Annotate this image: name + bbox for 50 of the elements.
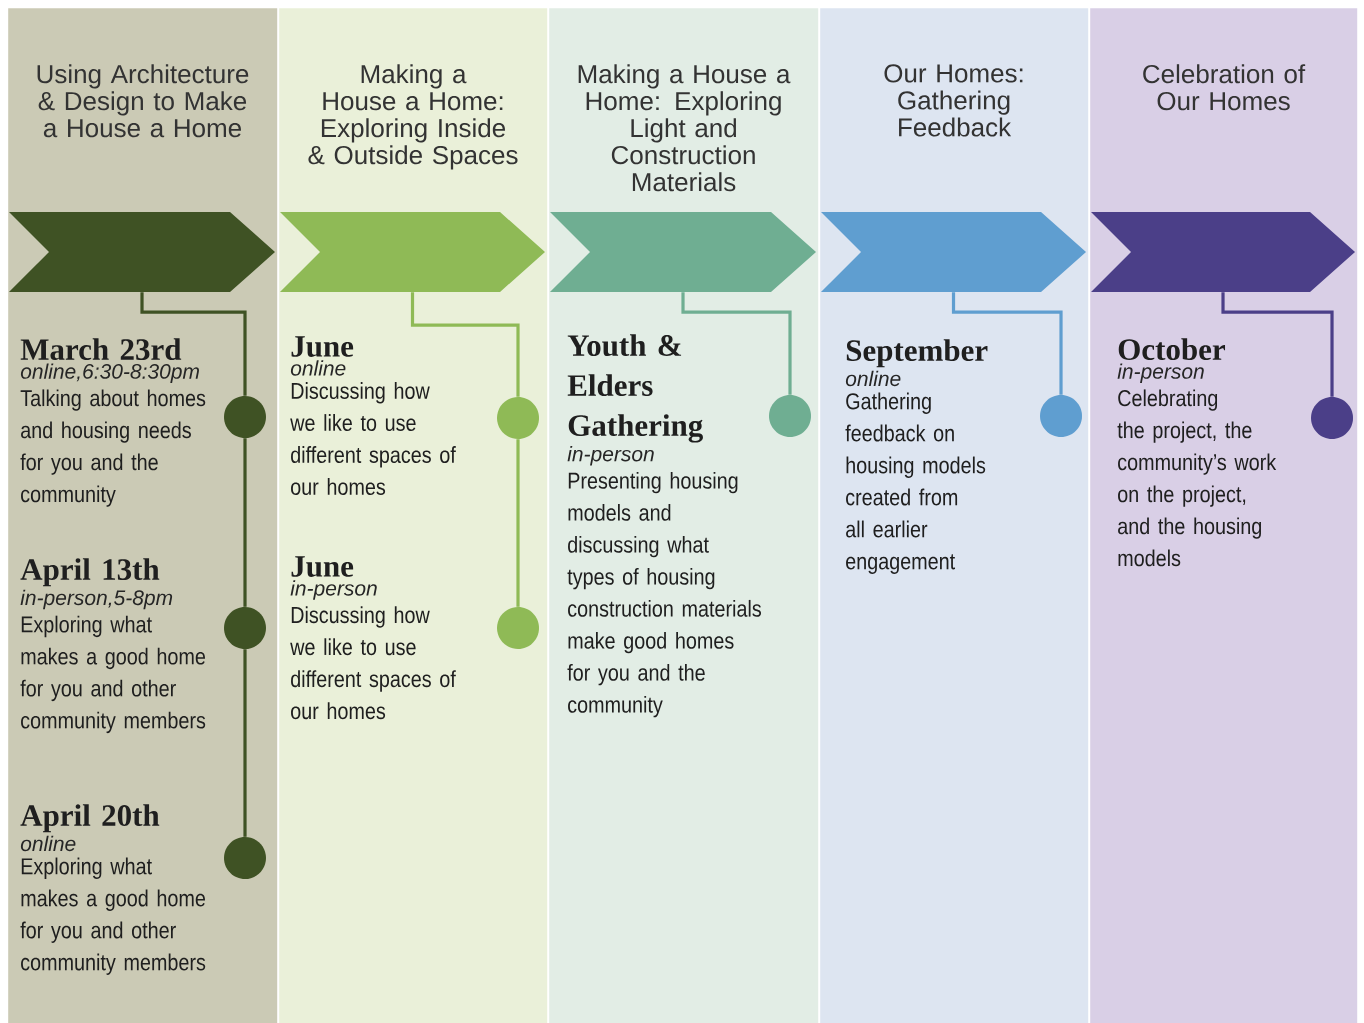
column-heading: Celebration of Our Homes xyxy=(1143,64,1306,111)
event-mode: online,6:30-8:30pm xyxy=(20,363,199,383)
event-description: Celebrating the project, the community’s work on the project, and the housing models xyxy=(1117,389,1277,567)
connector-line xyxy=(681,292,792,395)
event-date: April 20th xyxy=(20,804,160,833)
event-mode: in-person,5-8pm xyxy=(20,589,173,610)
event-mode: online xyxy=(290,360,346,376)
event-date: June xyxy=(291,556,354,577)
event-description: Gathering feedback on housing models created from all earlier engagement xyxy=(845,392,986,574)
timeline-dot xyxy=(497,397,539,439)
event-date: April 13th xyxy=(20,558,160,587)
column-heading: Making a House a Home: Exploring Light and Construction Materials xyxy=(578,64,791,192)
event-date: October xyxy=(1118,338,1225,360)
chevron-banner xyxy=(280,212,545,292)
timeline-dot xyxy=(497,607,539,649)
event-date: September xyxy=(846,339,988,368)
chevron-banner xyxy=(1091,212,1355,292)
chevron-banner xyxy=(550,212,816,292)
timeline-dot xyxy=(224,837,266,879)
event-mode: online xyxy=(20,835,76,852)
event-description: Talking about homes and housing needs for you and the community xyxy=(20,389,206,507)
timeline-dot xyxy=(224,607,266,649)
event-date: June xyxy=(291,336,354,357)
timeline-dot xyxy=(1040,395,1082,437)
timeline-dot xyxy=(769,395,811,437)
connector-line xyxy=(1221,292,1334,397)
chevron-banner xyxy=(821,212,1086,292)
event-description: Discussing how we like to use different spaces of our homes xyxy=(290,382,456,495)
chevron-banner xyxy=(9,212,275,292)
connector-line xyxy=(951,292,1063,395)
connector-line xyxy=(140,292,247,396)
event-mode: in-person xyxy=(567,445,654,466)
event-date: Youth & Elders Gathering xyxy=(567,334,703,443)
event-description: Presenting housing models and discussing what types of housing construction materials make good homes for you and the community xyxy=(567,471,761,718)
timeline-dot xyxy=(1311,397,1353,439)
column-heading: Using Architecture & Design to Make a House a Home xyxy=(37,64,249,138)
connector-line xyxy=(516,439,520,607)
connector-line xyxy=(410,292,520,397)
event-mode: online xyxy=(845,370,901,387)
event-mode: in-person xyxy=(290,580,377,600)
event-mode: in-person xyxy=(1117,363,1204,383)
event-description: Exploring what makes a good home for you and other community members xyxy=(20,615,206,734)
connector-line xyxy=(243,438,247,607)
column-heading: Our Homes: Gathering Feedback xyxy=(884,64,1023,137)
column-heading: Making a House a Home: Exploring Inside & Outside Spaces xyxy=(308,64,518,170)
connector-line xyxy=(243,649,247,837)
event-description: Discussing how we like to use different spaces of our homes xyxy=(290,606,456,720)
timeline-dot xyxy=(224,396,266,438)
event-date: March 23rd xyxy=(20,338,182,360)
event-description: Exploring what makes a good home for you and other community members xyxy=(20,857,206,975)
